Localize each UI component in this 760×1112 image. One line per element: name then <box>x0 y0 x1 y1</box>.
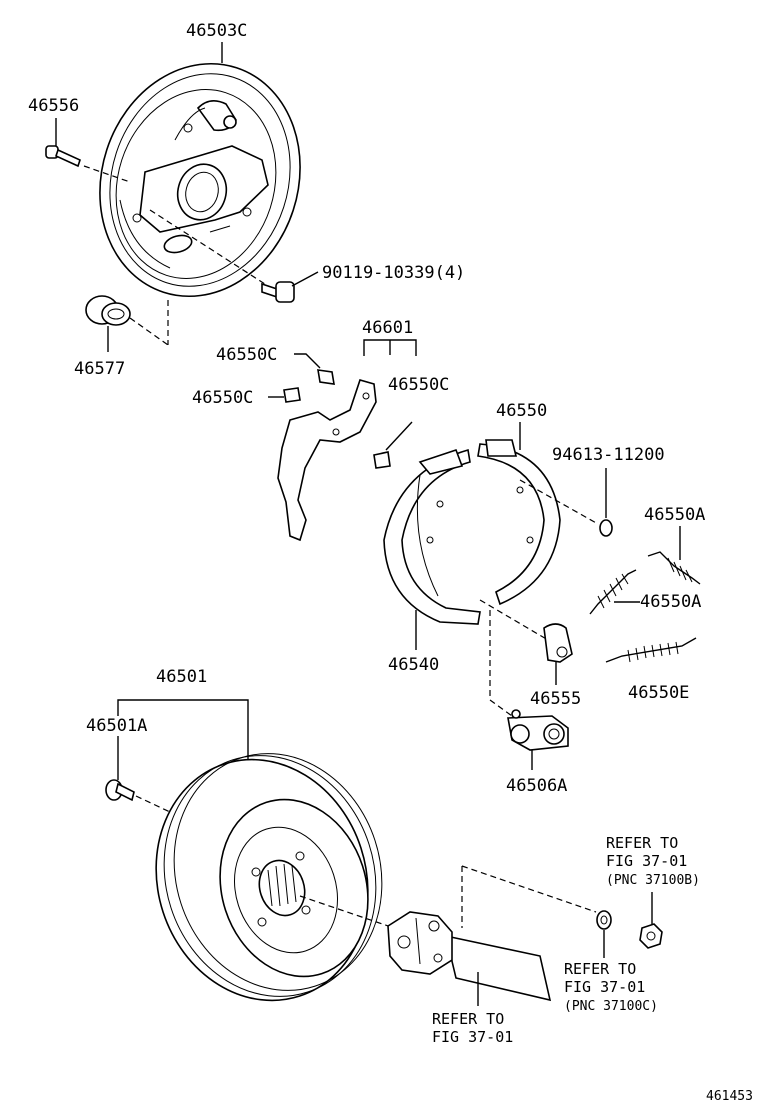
clip-46550C-c[interactable] <box>373 451 391 469</box>
label-46556: 46556 <box>28 96 79 116</box>
spring-46550A-b[interactable] <box>589 569 637 615</box>
label-94613-11200: 94613-11200 <box>552 445 665 465</box>
label-46550E: 46550E <box>628 683 689 703</box>
clip-46550C-b[interactable] <box>283 387 301 403</box>
wheel-cylinder-46506A[interactable] <box>507 709 569 751</box>
label-46577: 46577 <box>74 359 125 379</box>
washer-94613-11200[interactable] <box>599 519 613 537</box>
plug-46577[interactable] <box>85 295 131 326</box>
reference-37100B: REFER TO FIG 37-01 (PNC 37100B) <box>606 834 700 888</box>
label-46550A-b: 46550A <box>640 592 701 612</box>
svg-text:FIG 37-01: FIG 37-01 <box>564 978 645 996</box>
diagram-id: 461453 <box>706 1089 753 1104</box>
label-46506A: 46506A <box>506 776 567 796</box>
clip-46550C-a[interactable] <box>317 369 335 385</box>
brake-shoe-46550[interactable] <box>477 439 561 606</box>
label-46550C-b: 46550C <box>192 388 253 408</box>
reference-driveshaft: REFER TO FIG 37-01 <box>432 1010 513 1046</box>
lever-46601[interactable] <box>277 379 377 542</box>
label-46550: 46550 <box>496 401 547 421</box>
svg-text:REFER TO: REFER TO <box>432 1010 504 1028</box>
spring-46550E[interactable] <box>605 637 697 663</box>
bolt-90119-10339[interactable] <box>261 281 295 303</box>
svg-text:FIG 37-01: FIG 37-01 <box>606 852 687 870</box>
bolt-46556[interactable] <box>45 145 81 168</box>
nut-37100B[interactable] <box>639 923 663 949</box>
drive-shaft[interactable] <box>387 911 552 1002</box>
svg-text:(PNC 37100B): (PNC 37100B) <box>606 873 700 888</box>
label-46501A: 46501A <box>86 716 147 736</box>
svg-text:FIG 37-01: FIG 37-01 <box>432 1028 513 1046</box>
label-46601: 46601 <box>362 318 413 338</box>
bolt-46501A[interactable] <box>105 779 135 802</box>
brake-drum-46501[interactable] <box>125 726 412 1028</box>
label-46550A-a: 46550A <box>644 505 705 525</box>
backing-plate-46503C[interactable] <box>70 37 329 322</box>
label-46501: 46501 <box>156 667 207 687</box>
label-46540: 46540 <box>388 655 439 675</box>
label-46550C-c: 46550C <box>388 375 449 395</box>
nut-37100C[interactable] <box>596 910 612 930</box>
label-46550C-a: 46550C <box>216 345 277 365</box>
label-90119-10339: 90119-10339(4) <box>322 263 465 283</box>
adjuster-46555[interactable] <box>543 623 573 663</box>
svg-text:REFER TO: REFER TO <box>564 960 636 978</box>
brake-shoe-46540[interactable] <box>383 448 481 625</box>
label-46555: 46555 <box>530 689 581 709</box>
label-46503C: 46503C <box>186 21 247 41</box>
svg-text:(PNC 37100C): (PNC 37100C) <box>564 999 658 1014</box>
reference-37100C: REFER TO FIG 37-01 (PNC 37100C) <box>564 960 658 1014</box>
spring-46550A-a[interactable] <box>647 551 701 585</box>
svg-text:REFER TO: REFER TO <box>606 834 678 852</box>
